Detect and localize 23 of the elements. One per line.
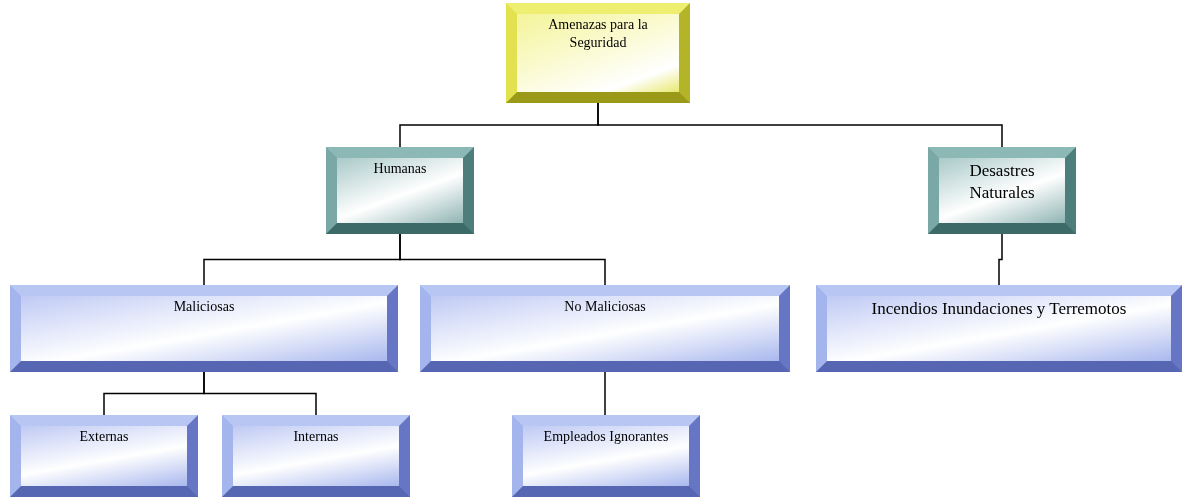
category-box xyxy=(222,415,410,497)
node-label: Empleados Ignorantes xyxy=(542,428,670,446)
node-label: Desastres Naturales xyxy=(968,160,1036,205)
node-label: Internas xyxy=(292,428,340,446)
category-box xyxy=(816,285,1182,372)
category-box xyxy=(506,3,690,103)
category-box xyxy=(420,285,790,372)
category-box xyxy=(928,147,1076,234)
connector-line xyxy=(998,233,1003,286)
connector-line xyxy=(203,371,317,416)
category-box xyxy=(10,285,398,372)
node-label: Maliciosas xyxy=(172,298,236,316)
category-box xyxy=(326,147,474,234)
node-label: Externas xyxy=(78,428,130,446)
connector-line xyxy=(399,233,606,286)
connector-line xyxy=(597,102,1003,148)
connector-line xyxy=(604,371,606,416)
category-box xyxy=(10,415,198,497)
node-label: Incendios Inundaciones y Terremotos xyxy=(870,298,1128,320)
node-label: Humanas xyxy=(372,160,428,178)
node-label: No Maliciosas xyxy=(563,298,647,316)
node-label: Amenazas para la Seguridad xyxy=(547,16,649,53)
category-box xyxy=(512,415,700,497)
